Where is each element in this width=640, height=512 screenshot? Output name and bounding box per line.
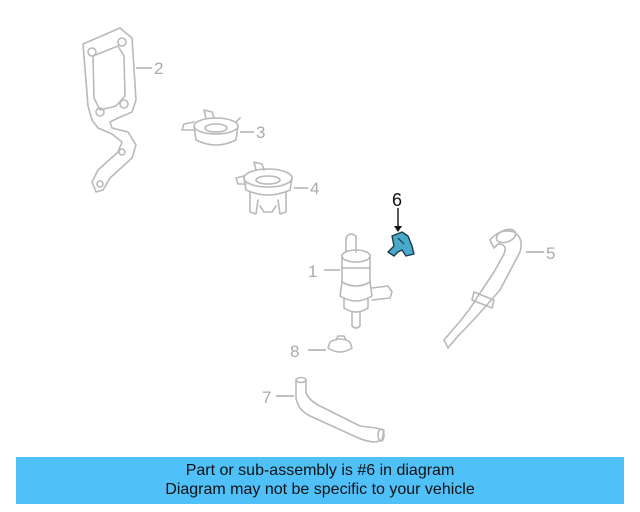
part-1-pump[interactable]	[339, 233, 393, 329]
callout-arrow-6	[394, 226, 402, 232]
banner-line-2: Diagram may not be specific to your vehi…	[165, 481, 475, 498]
callout-8: 8	[290, 342, 299, 361]
callout-5: 5	[546, 244, 555, 263]
callout-1: 1	[308, 262, 317, 281]
part-7-hose[interactable]	[295, 376, 385, 443]
callout-2: 2	[154, 59, 163, 78]
part-8-cap[interactable]	[327, 335, 353, 353]
part-5-hose[interactable]	[443, 227, 522, 349]
parts-diagram: 2 3 4 1 6	[82, 27, 555, 443]
part-4-mount[interactable]	[235, 161, 293, 215]
part-3-clamp[interactable]	[181, 109, 241, 146]
part-2-bracket[interactable]	[82, 27, 137, 193]
part-6-highlight	[387, 231, 415, 257]
callout-6: 6	[392, 190, 402, 210]
callout-3: 3	[256, 123, 265, 142]
part-6-clip[interactable]	[387, 231, 415, 257]
callout-4: 4	[310, 179, 319, 198]
banner-line-1: Part or sub-assembly is #6 in diagram	[185, 462, 455, 479]
callout-7: 7	[262, 388, 271, 407]
info-banner: Part or sub-assembly is #6 in diagram Di…	[16, 457, 624, 504]
